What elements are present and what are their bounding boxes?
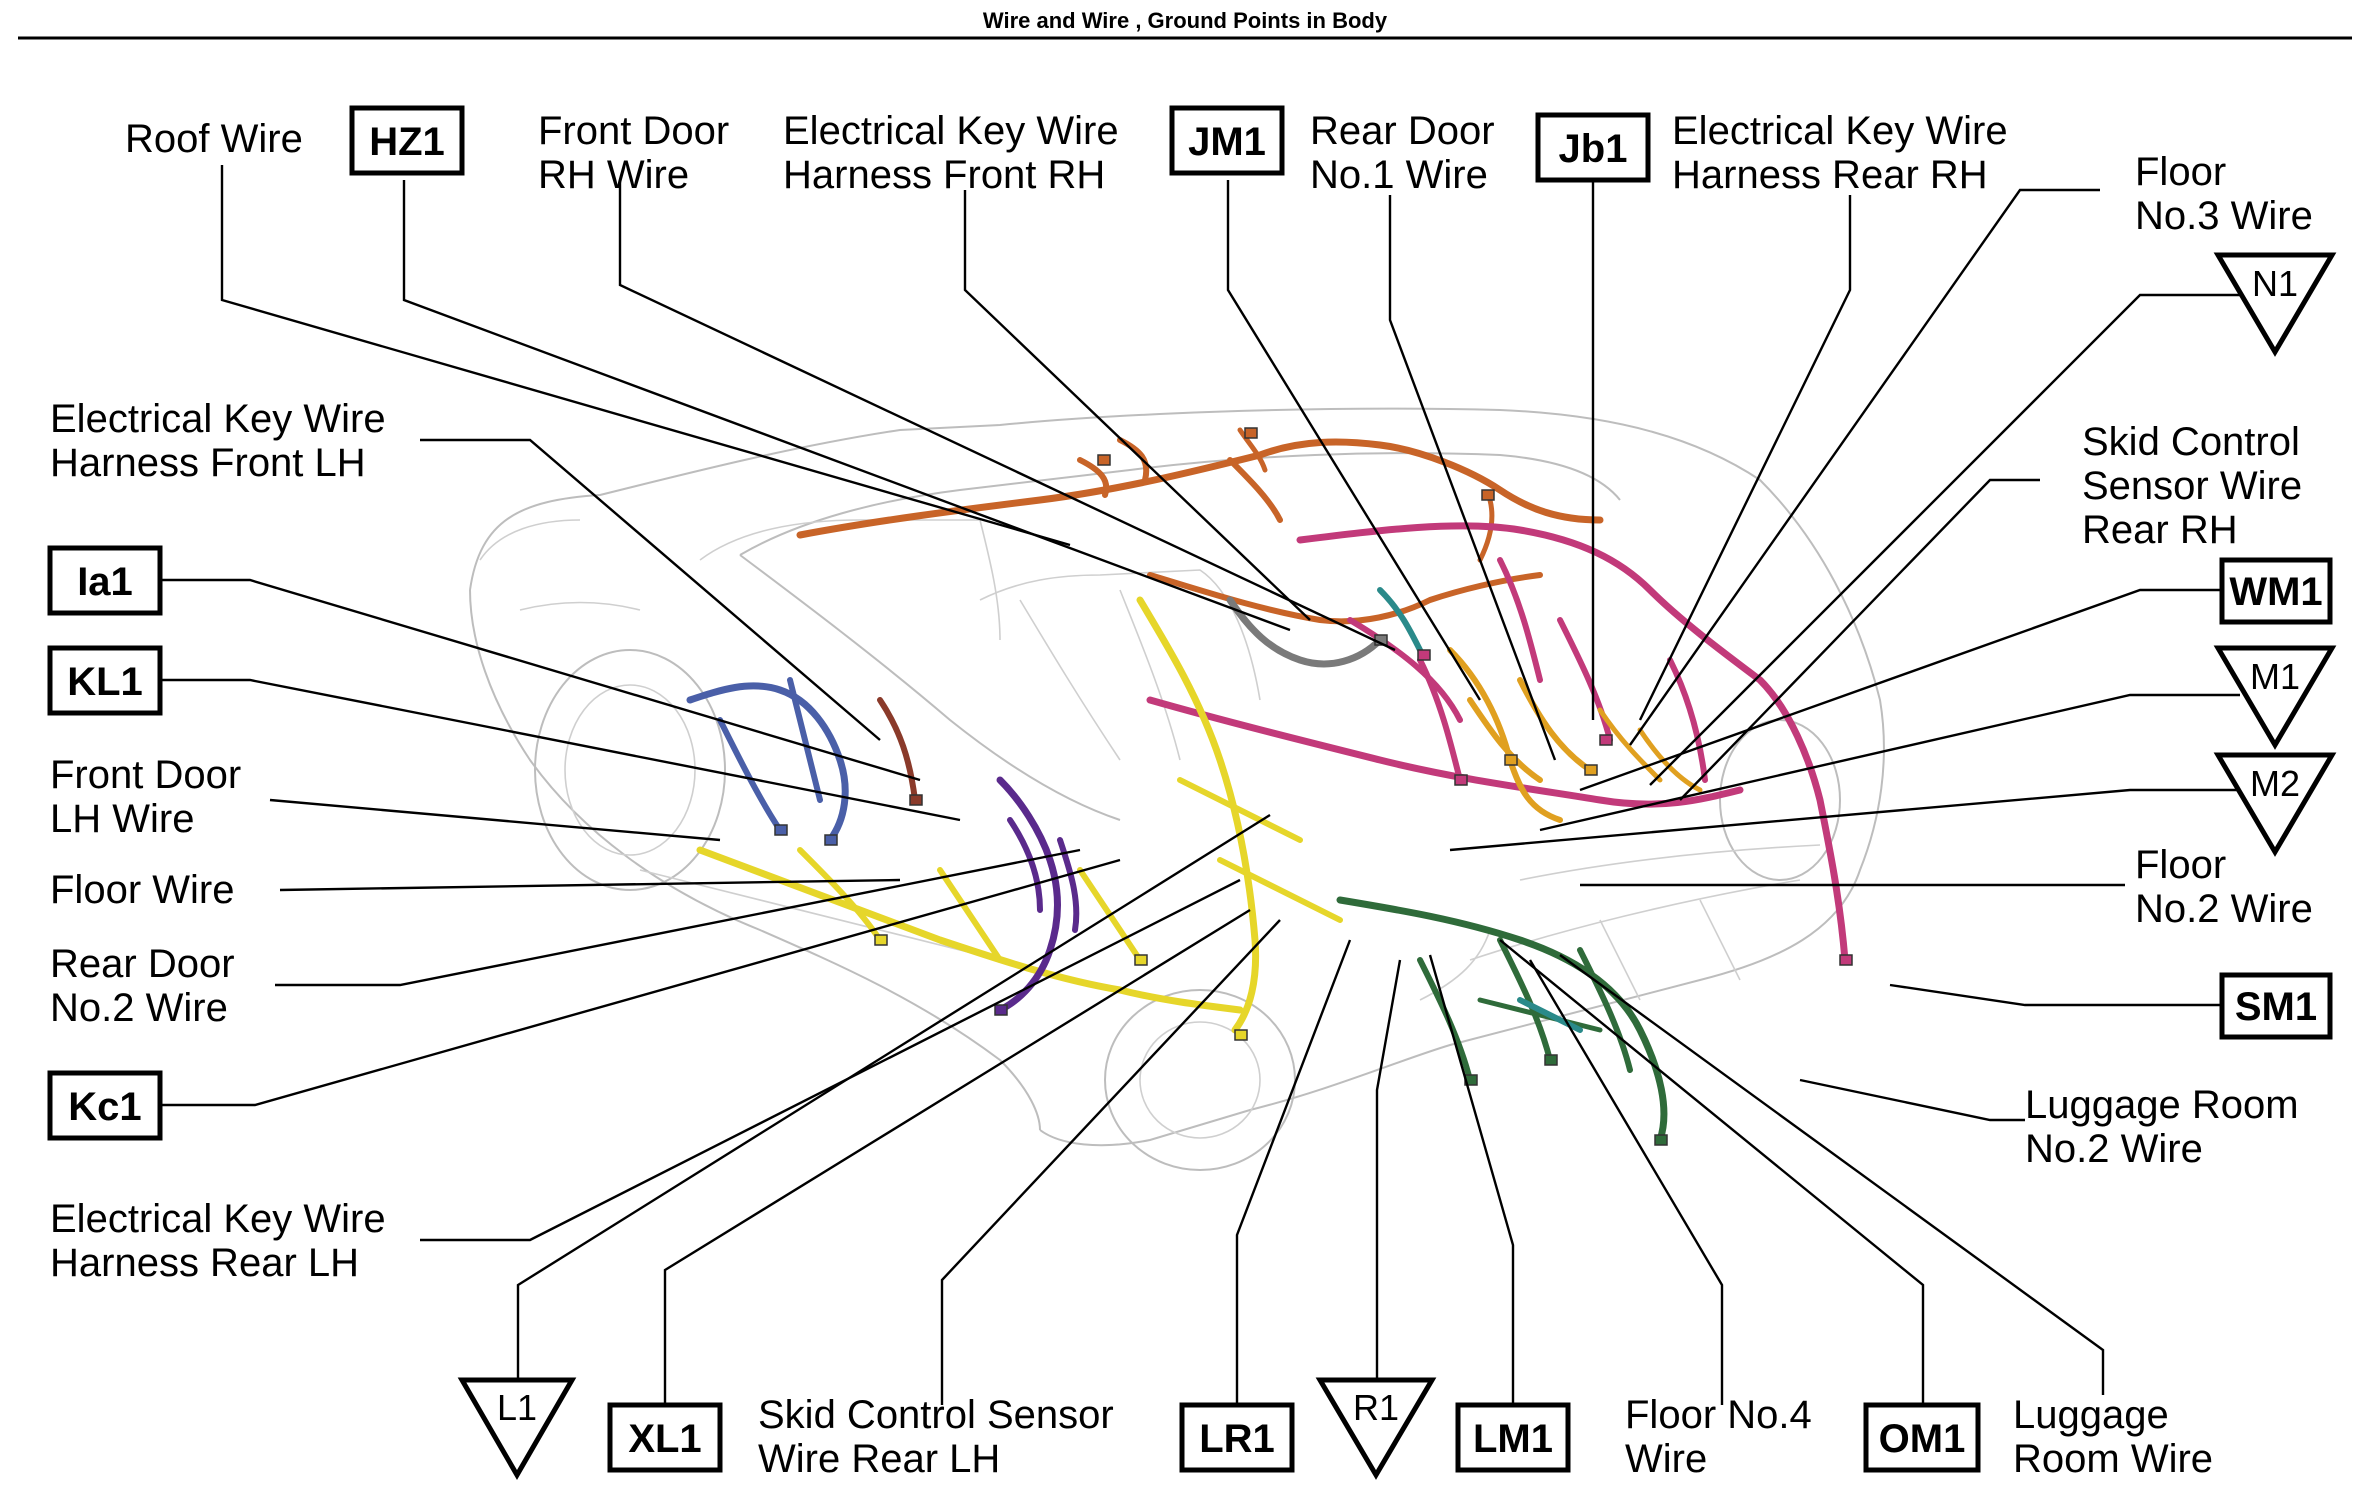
leader-lines (160, 165, 2240, 1405)
svg-text:XL1: XL1 (628, 1417, 701, 1461)
connector-codes: HZ1 JM1 Jb1 Ia1 KL1 Kc1 WM1 SM1 (47, 105, 2333, 1473)
page-title: Wire and Wire , Ground Points in Body (983, 8, 1388, 33)
ground-points: N1 M1 M2 L1 R1 (457, 252, 2337, 1480)
connector-OM1: OM1 (1863, 1402, 1981, 1473)
label-ekw-harness-rear-rh: Electrical Key Wire Harness Rear RH (1672, 109, 2019, 197)
connector-KL1: KL1 (47, 645, 163, 716)
svg-text:Ia1: Ia1 (77, 560, 133, 604)
label-front-door-lh-wire: Front Door LH Wire (50, 753, 252, 841)
ground-R1: R1 (1315, 1377, 1437, 1480)
label-skid-sensor-rear-lh: Skid Control Sensor Wire Rear LH (758, 1393, 1125, 1481)
svg-text:WM1: WM1 (2229, 570, 2322, 614)
connector-LR1: LR1 (1179, 1402, 1295, 1473)
connector-XL1: XL1 (607, 1402, 723, 1473)
svg-text:M1: M1 (2250, 656, 2300, 697)
ground-M1: M1 (2213, 645, 2337, 750)
harness-connectors (774, 427, 1853, 1146)
label-luggage-room-no2-wire: Luggage Room No.2 Wire (2025, 1083, 2310, 1171)
label-floor-no2-wire: Floor No.2 Wire (2135, 843, 2313, 931)
harness-brown (877, 697, 918, 803)
svg-text:N1: N1 (2252, 263, 2298, 304)
label-rear-door-no1-wire: Rear Door No.1 Wire (1310, 109, 1506, 197)
harness-front-lh (686, 677, 849, 844)
svg-text:Kc1: Kc1 (68, 1085, 141, 1129)
connector-JM1: JM1 (1169, 105, 1285, 176)
label-skid-sensor-rear-rh: Skid Control Sensor Wire Rear RH (2082, 420, 2313, 552)
connector-WM1: WM1 (2219, 557, 2333, 625)
svg-text:M2: M2 (2250, 763, 2300, 804)
harness-gray (1226, 596, 1384, 668)
connector-Jb1: Jb1 (1535, 112, 1651, 183)
ground-M2: M2 (2213, 752, 2337, 857)
label-ekw-harness-front-rh: Electrical Key Wire Harness Front RH (783, 109, 1130, 197)
wire-labels: Roof Wire Front Door RH Wire Electrical … (50, 109, 2313, 1481)
label-floor-wire: Floor Wire (50, 868, 234, 912)
svg-text:HZ1: HZ1 (369, 120, 445, 164)
harness-floor-yellow (696, 596, 1343, 1034)
connector-HZ1: HZ1 (349, 105, 465, 176)
car-outline (469, 407, 1885, 1171)
connector-Ia1: Ia1 (47, 545, 163, 616)
label-rear-door-no2-wire: Rear Door No.2 Wire (50, 942, 246, 1030)
label-roof-wire: Roof Wire (125, 117, 303, 161)
svg-text:KL1: KL1 (67, 660, 143, 704)
svg-text:LM1: LM1 (1473, 1417, 1553, 1461)
svg-text:Jb1: Jb1 (1559, 127, 1628, 171)
harness-teal (1377, 587, 1583, 1033)
label-ekw-harness-front-lh: Electrical Key Wire Harness Front LH (50, 397, 397, 485)
svg-text:L1: L1 (497, 1387, 537, 1428)
svg-text:JM1: JM1 (1188, 120, 1266, 164)
ground-L1: L1 (457, 1377, 577, 1480)
connector-SM1: SM1 (2219, 972, 2333, 1040)
label-floor-no3-wire: Floor No.3 Wire (2135, 150, 2313, 238)
label-front-door-rh-wire: Front Door RH Wire (538, 109, 740, 197)
label-floor-no4-wire: Floor No.4 Wire (1625, 1393, 1823, 1481)
svg-text:OM1: OM1 (1879, 1417, 1966, 1461)
label-luggage-room-wire: Luggage Room Wire (2013, 1393, 2213, 1481)
ground-N1: N1 (2213, 252, 2337, 357)
connector-LM1: LM1 (1455, 1402, 1571, 1473)
svg-text:LR1: LR1 (1199, 1417, 1275, 1461)
connector-Kc1: Kc1 (47, 1070, 163, 1141)
label-ekw-harness-rear-lh: Electrical Key Wire Harness Rear LH (50, 1197, 397, 1285)
svg-text:R1: R1 (1353, 1387, 1399, 1428)
svg-text:SM1: SM1 (2235, 985, 2317, 1029)
